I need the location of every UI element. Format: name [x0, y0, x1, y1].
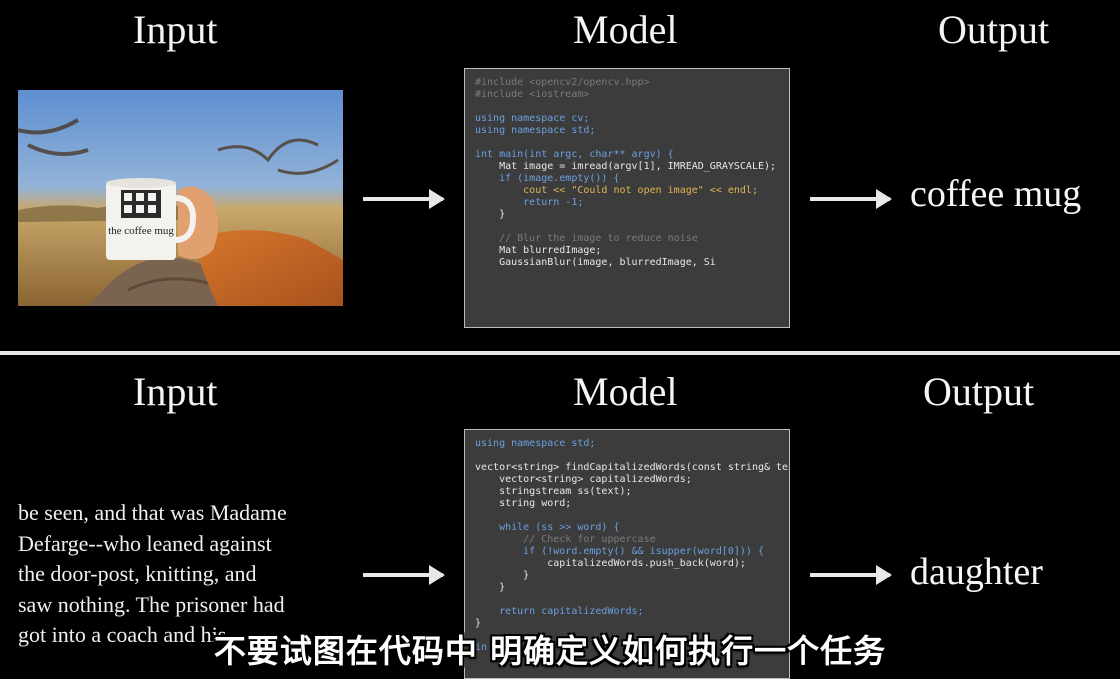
code-line: // Blur the image to reduce noise: [475, 233, 698, 244]
code-line: capitalizedWords.push_back(word);: [475, 558, 746, 569]
code-line: }: [475, 570, 530, 581]
code-line: stringstream ss(text);: [475, 486, 632, 497]
code-line: using namespace std;: [475, 438, 596, 449]
code-line: if (!word.empty() && isupper(word[0])) {: [475, 546, 764, 557]
passage-line: the door-post, knitting, and: [18, 561, 257, 586]
bottom-output-value: daughter: [910, 551, 1043, 593]
passage-line: Defarge--who leaned against: [18, 530, 272, 556]
passage-line: got into a coach and his: [18, 622, 227, 647]
code-line: int main(int argc, char** argv) {: [475, 149, 674, 160]
top-output-arrow: [810, 189, 892, 209]
code-line: [475, 510, 779, 522]
bottom-output-arrow: [810, 565, 892, 585]
bottom-output-heading: Output: [923, 369, 1035, 414]
bottom-input-arrow: [363, 565, 445, 585]
input-text-passage: be seen, and that was Madame Defarge--wh…: [18, 498, 358, 651]
code-line: [475, 594, 779, 606]
code-line: if (image.empty()) {: [475, 173, 620, 184]
code-line: string word;: [475, 498, 572, 509]
top-input-heading: Input: [133, 7, 218, 52]
code-line: [475, 101, 779, 113]
code-line: GaussianBlur(image, blurredImage, Si: [475, 257, 716, 268]
code-line: vector<string> findCapitalizedWords(cons…: [475, 462, 790, 473]
coffee-mug-photo: the coffee mug: [18, 90, 343, 306]
passage-line: saw nothing. The prisoner had: [18, 591, 285, 617]
code-line: return -1;: [475, 197, 584, 208]
code-line: vector<string> capitalizedWords;: [475, 474, 692, 485]
code-line: [475, 137, 779, 149]
code-line: using namespace std;: [475, 125, 596, 136]
code-line: using namespace cv;: [475, 113, 590, 124]
code-line: [475, 221, 779, 233]
code-line: while (ss >> word) {: [475, 522, 620, 533]
coffee-mug-illustration: the coffee mug: [18, 90, 343, 306]
top-input-arrow: [363, 189, 445, 209]
mug-label-text: the coffee mug: [108, 225, 174, 237]
code-line: // Check for uppercase: [475, 534, 656, 545]
bottom-model-heading: Model: [573, 369, 678, 414]
top-output-heading: Output: [938, 7, 1050, 52]
code-line: #include <opencv2/opencv.hpp>: [475, 77, 650, 88]
code-line: Mat blurredImage;: [475, 245, 602, 256]
code-line: in: [475, 642, 488, 653]
top-output-value: coffee mug: [910, 173, 1082, 215]
code-line: #include <iostream>: [475, 89, 590, 100]
code-line: return capitalizedWords;: [475, 606, 644, 617]
code-line: Mat image = imread(argv[1], IMREAD_GRAYS…: [475, 161, 777, 172]
code-line: cout << "Could not open image" << endl;: [475, 185, 758, 196]
video-subtitle: 不要试图在代码中 明确定义如何执行一个任务: [213, 632, 887, 670]
code-line: }: [475, 582, 506, 593]
top-code-panel: #include <opencv2/opencv.hpp> #include <…: [464, 68, 790, 328]
top-model-heading: Model: [573, 7, 678, 52]
code-line: [475, 450, 779, 462]
code-line: }: [475, 209, 506, 220]
section-divider: [0, 351, 1120, 355]
bottom-input-heading: Input: [133, 369, 218, 414]
passage-line: be seen, and that was Madame: [18, 500, 287, 525]
bottom-code-panel: using namespace std; vector<string> find…: [464, 429, 790, 679]
code-line: }: [475, 618, 482, 629]
